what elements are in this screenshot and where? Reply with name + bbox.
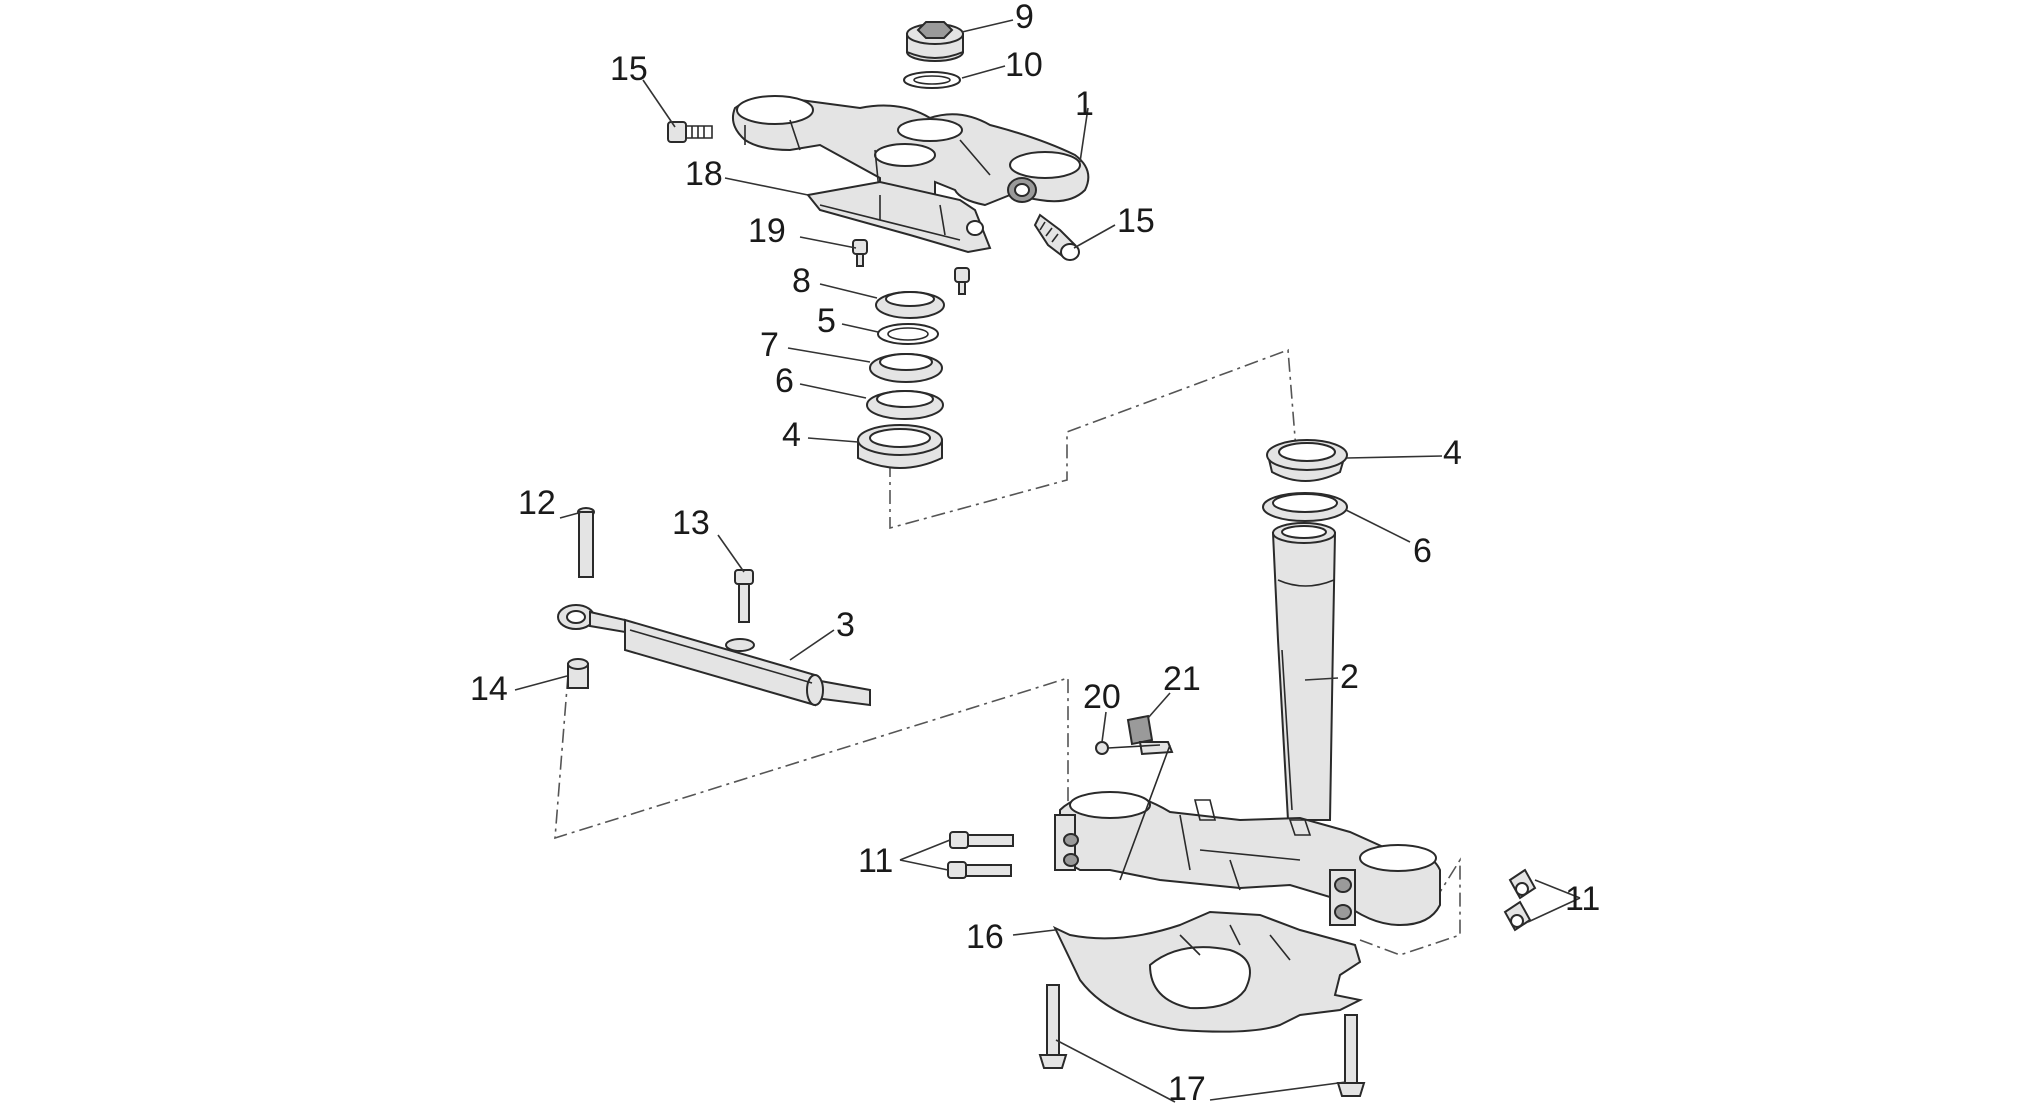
- part-4-bearing-cup-right: [1266, 439, 1348, 482]
- callout-5: 5: [817, 302, 836, 340]
- callout-4-right: 4: [1443, 434, 1462, 472]
- part-11-bolt-right-upper: [1508, 868, 1537, 900]
- part-20-small-screw: [1095, 741, 1109, 755]
- part-6-ring-right: [1262, 492, 1348, 522]
- part-10-washer: [903, 71, 961, 89]
- callout-3: 3: [836, 606, 855, 644]
- leader-lines: [514, 19, 1581, 1103]
- part-18-cover-plate: [806, 180, 992, 254]
- callout-14: 14: [470, 670, 508, 708]
- callout-20: 20: [1083, 678, 1121, 716]
- part-11-bolt-left-lower: [947, 861, 1012, 879]
- part-2-lower-triple-clamp: [1054, 791, 1441, 927]
- part-4-bearing-cup-top: [857, 424, 943, 469]
- callout-21: 21: [1163, 660, 1201, 698]
- part-7-bearing-race: [869, 353, 943, 383]
- callout-8: 8: [792, 262, 811, 300]
- part-1-upper-triple-clamp: [732, 95, 1090, 215]
- part-2-steering-stem: [1271, 522, 1337, 821]
- part-17-bolt-right: [1336, 1014, 1366, 1097]
- part-9-stem-nut: [906, 21, 964, 62]
- callout-7: 7: [760, 326, 779, 364]
- callout-19: 19: [748, 212, 786, 250]
- callout-1: 1: [1075, 85, 1094, 123]
- part-12-pin: [577, 507, 595, 578]
- part-5-ring: [877, 323, 939, 345]
- part-14-bushing: [567, 658, 589, 689]
- callout-9: 9: [1015, 0, 1034, 36]
- callout-16: 16: [966, 918, 1004, 956]
- callout-labels: 9 10 1 15 15 18 19 8 5 7 6 4 4 6 12 13 3…: [470, 0, 1600, 1103]
- part-15-bolt-left: [667, 121, 713, 143]
- callout-2: 2: [1340, 658, 1359, 696]
- callout-11-left: 11: [858, 842, 893, 880]
- part-16-guard: [1052, 910, 1364, 1033]
- part-13-screw: [734, 569, 754, 623]
- part-15-bolt-right: [1033, 213, 1080, 261]
- part-6-bearing-top: [866, 390, 944, 420]
- callout-6-top: 6: [775, 362, 794, 400]
- callout-10: 10: [1005, 46, 1043, 84]
- callout-17: 17: [1168, 1070, 1206, 1103]
- callout-15-right: 15: [1117, 202, 1155, 240]
- callout-18: 18: [685, 155, 723, 193]
- callout-12: 12: [518, 484, 556, 522]
- part-17-bolt-left: [1038, 984, 1068, 1069]
- part-11-bolt-right-lower: [1503, 900, 1532, 932]
- callout-15-left: 15: [610, 50, 648, 88]
- callout-13: 13: [672, 504, 710, 542]
- callout-11-right: 11: [1565, 880, 1600, 918]
- part-3-steering-damper: [557, 604, 871, 707]
- part-19-screw-right: [954, 267, 970, 295]
- part-11-bolt-left-upper: [949, 831, 1014, 849]
- callout-4-top: 4: [782, 416, 801, 454]
- part-21-bracket: [1107, 714, 1174, 881]
- callout-6-right: 6: [1413, 532, 1432, 570]
- part-19-screw-left: [852, 239, 868, 267]
- part-8-seal: [875, 291, 945, 319]
